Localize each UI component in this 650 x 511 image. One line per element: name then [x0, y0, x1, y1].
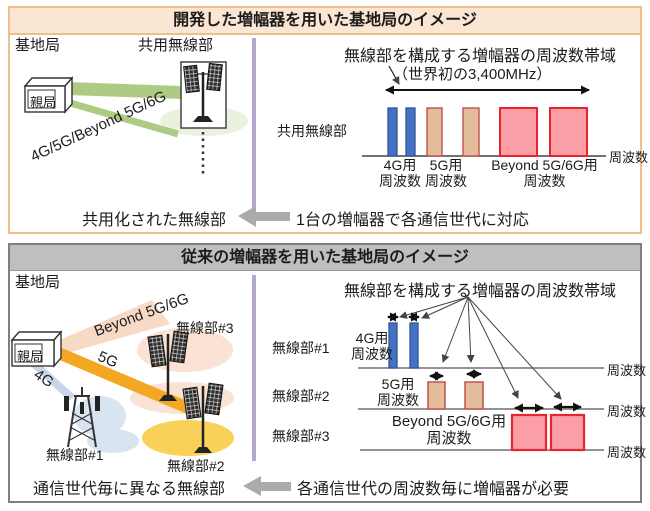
row2-band-label: 5G用 周波数	[377, 376, 419, 408]
unit1-label: 無線部#1	[46, 447, 104, 463]
top-chart-subtitle: （世界初の3,400MHz）	[393, 66, 552, 83]
top-parent-station-label: 親局	[30, 95, 57, 110]
bottom-station-label: 基地局	[15, 274, 61, 291]
bottom-panel-title: 従来の増幅器を用いた基地局のイメージ	[10, 245, 640, 271]
bottom-parent-station-label: 親局	[17, 349, 44, 364]
row3-axis-label: 周波数	[607, 445, 647, 460]
bottom-caption-right: 各通信世代の周波数毎に増幅器が必要	[297, 481, 570, 498]
top-chart-row-label: 共用無線部	[277, 123, 347, 139]
row3-unit-label: 無線部#3	[272, 428, 330, 444]
row3-band-label: Beyond 5G/6G用 周波数	[391, 413, 507, 447]
bottom-caption-left: 通信世代毎に異なる無線部	[33, 481, 226, 498]
unit2-label: 無線部#2	[167, 458, 225, 474]
top-caption-left: 共用化された無線部	[82, 212, 227, 229]
top-station-label: 基地局	[15, 37, 61, 54]
band-label-4g: 4G用 周波数	[379, 157, 421, 189]
top-shared-radio-label: 共用無線部	[138, 37, 214, 54]
unit3-label: 無線部#3	[176, 320, 234, 336]
top-caption-right: 1台の増幅器で各通信世代に対応	[296, 212, 529, 229]
bottom-chart-title: 無線部を構成する増幅器の周波数帯域	[344, 283, 617, 300]
row1-band-label: 4G用 周波数	[351, 330, 393, 362]
band-label-beyond: Beyond 5G/6G用 周波数	[491, 157, 598, 189]
band-label-5g: 5G用 周波数	[425, 157, 467, 189]
row2-axis-label: 周波数	[607, 404, 647, 419]
row1-unit-label: 無線部#1	[272, 340, 330, 356]
top-axis-label: 周波数	[609, 150, 649, 165]
row2-unit-label: 無線部#2	[272, 388, 330, 404]
row1-axis-label: 周波数	[607, 363, 647, 378]
top-chart-title: 無線部を構成する増幅器の周波数帯域	[344, 48, 617, 65]
top-panel-title: 開発した増幅器を用いた基地局のイメージ	[10, 8, 640, 35]
